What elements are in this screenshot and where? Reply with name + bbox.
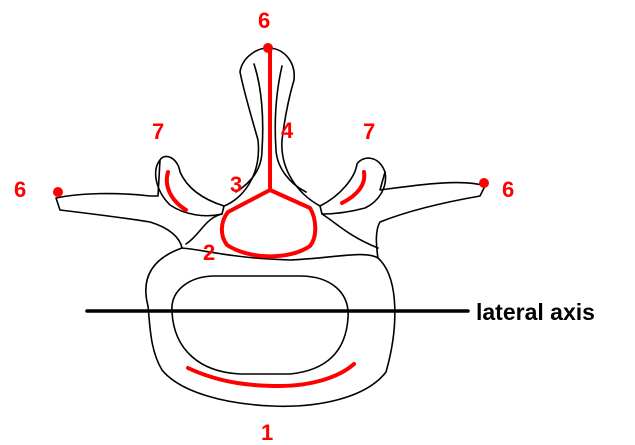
- body-anterior-margin: [188, 364, 354, 386]
- label-6-top: 6: [258, 8, 270, 33]
- label-2: 2: [203, 240, 215, 265]
- spinous-tip-dot: [263, 43, 273, 53]
- label-3: 3: [230, 172, 242, 197]
- vertebral-body-inner: [172, 276, 348, 374]
- label-1: 1: [261, 420, 273, 445]
- label-6-right: 6: [502, 177, 514, 202]
- lateral-axis-label: lateral axis: [476, 299, 595, 325]
- label-6-left: 6: [14, 177, 26, 202]
- label-4: 4: [281, 118, 294, 143]
- label-7-right: 7: [363, 119, 375, 144]
- vertebral-body-outline: [146, 248, 395, 406]
- left-transverse-tip-dot: [53, 187, 63, 197]
- right-transverse-tip-dot: [479, 178, 489, 188]
- label-7-left: 7: [152, 119, 164, 144]
- left-facet-outline: [156, 160, 222, 216]
